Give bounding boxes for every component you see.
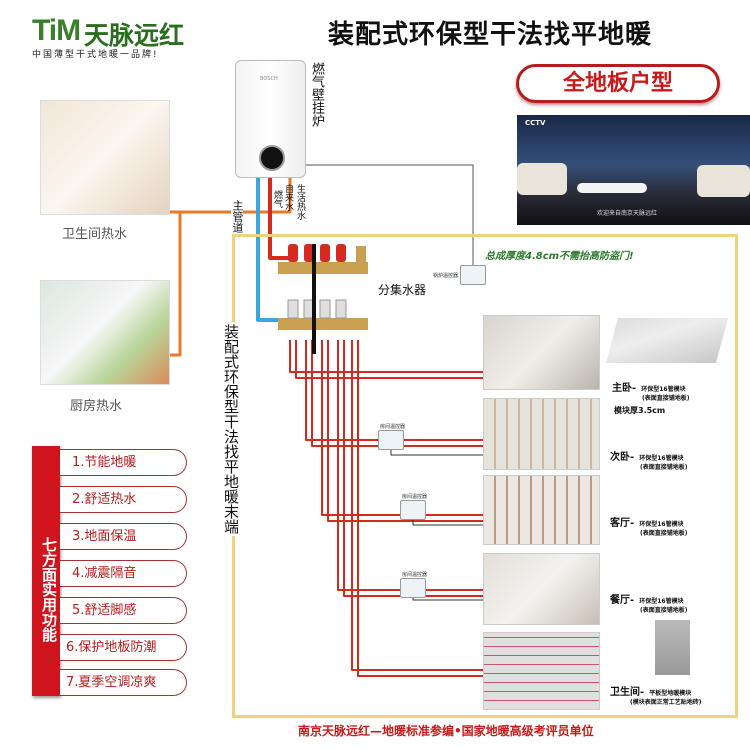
main-pipe-label: 主管道 [231, 200, 244, 233]
tv-caption: 欢迎来自南京天脉远红 [597, 210, 658, 217]
room-photo-bathroom [483, 632, 600, 710]
bathroom-caption: 卫生间热水 [62, 227, 128, 242]
kitchen-caption: 厨房热水 [70, 399, 123, 414]
room-photo-living-room [483, 475, 600, 545]
room-thermostat-label: 房间温控器 [380, 424, 406, 430]
bathroom-photo [40, 100, 170, 215]
manifold-label: 分集水器 [378, 283, 427, 297]
module-sample-image [605, 318, 729, 363]
room-photo-second-bedroom [483, 398, 600, 470]
features-title: 七方面实用功能 [32, 446, 60, 696]
room-photo-dining-room [483, 553, 600, 625]
boiler-dial [259, 145, 285, 171]
logo-name: 天脉远红 [84, 21, 185, 50]
feature-item: 3.地面保温 [60, 523, 187, 550]
feature-item: 7.夏季空调凉爽 [60, 669, 187, 696]
hot-water-pipe [170, 178, 292, 357]
room-photo-master-bedroom [483, 315, 600, 390]
feature-item: 5.舒适脚感 [60, 597, 187, 624]
room-label: 主卧- 环保型16管模块(表面直接铺地板) [612, 383, 690, 402]
feature-item: 4.减震隔音 [60, 560, 187, 587]
logo-mark: TiM [32, 14, 81, 47]
feature-item: 2.舒适热水 [60, 486, 187, 513]
main-supply-pipe [268, 178, 290, 260]
boiler-thermostat-label: 锅炉温控器 [433, 273, 459, 279]
feature-item: 6.保护地板防潮 [60, 634, 187, 661]
room-label: 次卧- 环保型16管模块(表面直接铺地板) [610, 452, 688, 471]
footer-text: 南京天脉远红—地暖标准参编•国家地暖高级考评员单位 [298, 724, 594, 738]
tap-water-label: 自来水 [283, 184, 293, 211]
tv-interview-image: CCTV 欢迎来自南京天脉远红 [517, 115, 750, 225]
flat-module-image [655, 620, 690, 675]
room-thermostat [400, 578, 426, 598]
boiler-label: 燃气壁挂炉 [309, 62, 324, 127]
hot-water-label: 生活热水 [295, 184, 305, 220]
kitchen-photo [40, 280, 170, 385]
module-thickness: 模块厚3.5cm [614, 406, 666, 415]
thermostat-wire [305, 164, 474, 265]
room-label: 客厅- 环保型16管模块(表面直接铺地板) [610, 518, 688, 537]
thickness-note: 总成厚度4.8cm不需抬高防盗门! [485, 251, 634, 262]
gas-boiler: BOSCH [235, 60, 306, 178]
tv-channel-logo: CCTV [525, 119, 546, 127]
tagline: 中国薄型干式地暖一品牌! [32, 50, 159, 60]
room-label: 餐厅- 环保型16管模块(表面直接铺地板) [610, 595, 688, 614]
page-title: 装配式环保型干法找平地暖 [328, 20, 653, 50]
room-label: 卫生间- 平板型地暖模块(模块表面正常工艺贴地砖) [610, 687, 702, 706]
gas-pipe-label: 燃气 [272, 190, 282, 208]
room-thermostat [378, 430, 404, 450]
boiler-thermostat [460, 265, 486, 285]
room-thermostat-label: 房间温控器 [402, 572, 428, 578]
room-thermostat [400, 500, 426, 520]
feature-item: 1.节能地暖 [60, 449, 187, 476]
room-thermostat-label: 房间温控器 [402, 494, 428, 500]
vertical-title: 装配式环保型干法找平地暖末端 [222, 322, 240, 536]
manifold-body [278, 244, 368, 354]
boiler-brand: BOSCH [260, 76, 278, 82]
floor-type-badge: 全地板户型 [516, 64, 720, 103]
